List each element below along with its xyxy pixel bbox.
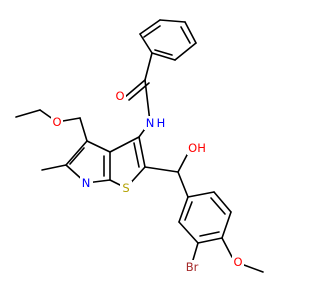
amide-nitrogen-label: N [146,116,155,130]
bond [144,79,151,123]
bond [184,201,193,221]
nitrogen-atom-label: N [80,176,93,190]
bond [41,164,67,171]
carbonyl-oxygen-label: O [115,89,124,103]
bond [79,117,88,142]
molecule-drawing: O N H O OH N S Br [15,19,264,274]
bond [180,26,191,44]
hydroxyl-group-label: OH [188,141,206,155]
bond [184,21,197,44]
hydrogen-atom-label: H [155,116,167,130]
atom-labels: O N H O OH N S Br [51,89,244,274]
bond [139,33,153,54]
bond [154,49,173,56]
bonds [15,19,264,273]
bromine-atom-label: Br [182,260,202,274]
bond [133,142,140,168]
bond [187,191,215,198]
sulfur-atom-label: S [120,181,132,195]
thiophene-sulfur-label: S [122,181,129,195]
bond [199,231,220,237]
bond [178,196,189,223]
bond [69,147,85,165]
bond [174,42,197,61]
bond [15,109,41,118]
bond [138,136,146,168]
bromine-label: Br [186,260,199,274]
oxygen-atom-label: O [51,115,63,129]
bond [139,19,161,35]
structure-canvas: O N H O OH N S Br [15,19,264,274]
oxygen-atom-label: O [232,255,244,269]
bond [159,19,186,23]
bond [213,191,232,213]
bond [86,140,111,153]
bond [221,211,232,239]
methoxy-oxygen-label: O [233,255,242,269]
bond [192,242,199,261]
bond [151,52,176,61]
bond [65,140,88,166]
bond [221,237,233,258]
bond [124,79,146,98]
bond [143,25,161,38]
bond [210,197,226,215]
nitrogen-atom-label: N [144,116,157,130]
bond [197,237,223,244]
methoxymethyl-oxygen-label: O [52,115,61,129]
amide-hydrogen-label: H [157,116,166,130]
bond [109,136,140,153]
bond [177,171,189,198]
bond [243,264,264,273]
bond [144,52,153,81]
bond [144,166,179,173]
pyridine-nitrogen-label: N [82,176,91,190]
bond [178,221,199,244]
oxygen-atom-label: O [114,89,126,103]
bond [177,154,188,173]
hydroxyl-label: OH [187,141,208,155]
